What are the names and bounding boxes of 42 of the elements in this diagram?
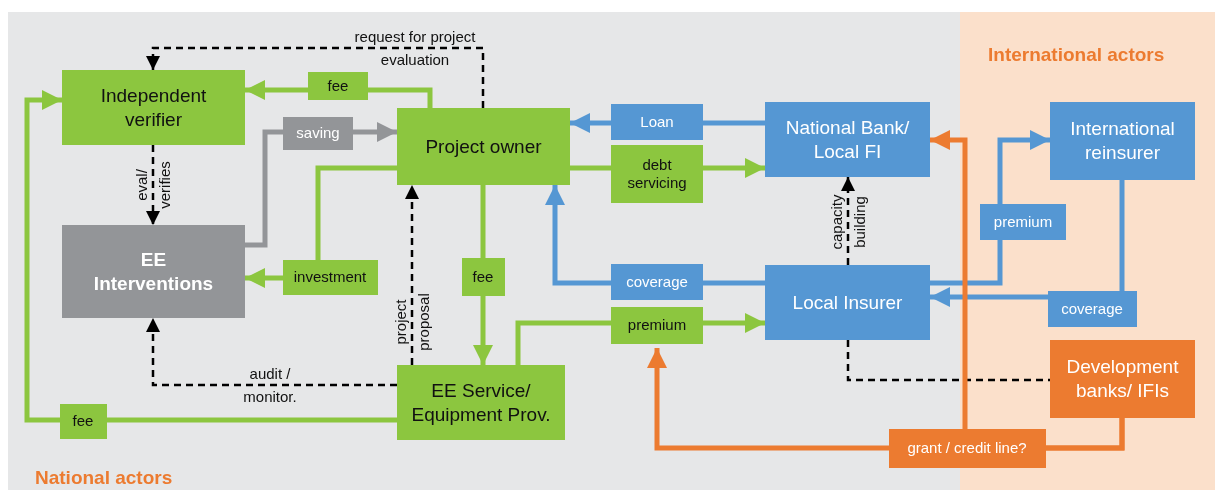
actor-name: EE Service/ Equipment Prov. (410, 378, 552, 427)
arrow (930, 130, 1050, 286)
region-title: National actors (35, 467, 173, 489)
edge-label: capacity building (827, 193, 869, 252)
actor-name: Local Insurer (791, 290, 904, 315)
actor-box (397, 108, 570, 185)
dashed-arrow (146, 318, 397, 387)
edge-label: grant / credit line? (888, 428, 1046, 468)
edge-label: premium (611, 306, 703, 344)
edge-label: fee (308, 72, 368, 100)
edge-label: debt servicing (611, 145, 703, 203)
edge-label: coverage (1047, 291, 1137, 327)
actor-box (62, 225, 245, 318)
actor-name: Project owner (424, 134, 543, 159)
actor-box (397, 365, 565, 440)
edge-label: fee (59, 403, 107, 439)
actor-name: EE Interventions (92, 247, 215, 296)
edge-label: investment (282, 259, 378, 295)
edge-label: audit / monitor. (242, 364, 298, 407)
actor-box (765, 265, 930, 340)
actor-box (765, 102, 930, 177)
edge-label: eval/ verifies (132, 160, 174, 211)
edge-label: premium (980, 204, 1066, 240)
actor-box (62, 70, 245, 145)
actor-box (1050, 340, 1195, 418)
dashed-arrow (841, 177, 855, 265)
edge-label: project proposal (391, 292, 433, 353)
edge-label: saving (283, 116, 353, 150)
actor-name: International reinsurer (1069, 117, 1176, 165)
edge-label: coverage (611, 264, 703, 300)
edge-label: Loan (611, 104, 703, 140)
region-title: International actors (988, 44, 1165, 66)
dashed-arrow (405, 185, 419, 365)
actor-name: Independent verifier (99, 83, 208, 132)
actor-name: Development banks/ IFIs (1065, 355, 1180, 403)
edge-label: request for project evaluation (353, 27, 477, 70)
dashed-arrow (146, 46, 485, 108)
actor-box (1050, 102, 1195, 180)
actor-name: National Bank/ Local FI (784, 115, 911, 164)
arrow (24, 90, 397, 423)
dashed-arrow (146, 145, 160, 225)
edge-label: fee (461, 258, 505, 296)
